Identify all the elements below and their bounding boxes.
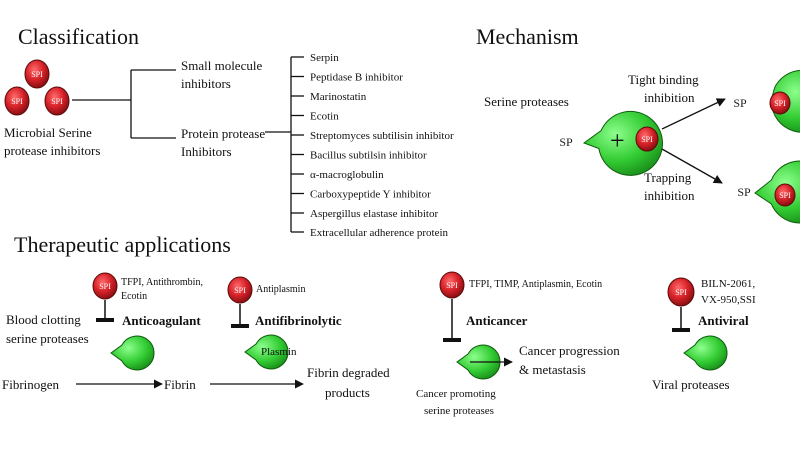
spi-blob: SPI [667,277,695,307]
spi-blob: SPI [44,86,70,116]
spi-label: SPI [51,97,63,106]
spi-label: SPI [234,286,246,295]
fibrinogen-label: Fibrinogen [2,377,60,392]
antifibrinolytic-inhibitor: Antiplasmin [256,284,305,295]
antiviral-label: Antiviral [698,313,749,328]
antiviral-inhibitors-line2: VX-950,SSI [701,294,756,306]
serine-proteases-label: Serine proteases [484,94,569,109]
plasmin-pacman [244,334,289,370]
source-label-line1: Microbial Serine [4,125,92,140]
anticoagulant-label: Anticoagulant [122,313,201,328]
cancer-promoting-line1: Cancer promoting [416,388,496,400]
anticancer-inhibitors: TFPI, TIMP, Antiplasmin, Ecotin [469,279,602,290]
sp-label: SP [733,96,747,110]
cancer-promoting-line2: serine proteases [424,405,494,417]
anticancer-panel: SPI TFPI, TIMP, Antiplasmin, Ecotin Anti… [416,271,620,417]
small-molecule-label-line1: Small molecule [181,58,262,73]
clotting-protease-pacman [110,335,155,371]
viral-proteases-label: Viral proteases [652,377,730,392]
antiviral-panel: SPI BILN-2061, VX-950,SSI Antiviral Vira… [652,277,756,392]
trapping-complex: SP SPI [737,160,800,224]
tight-binding-complex: SP SPI [733,69,800,133]
protein-type-item: Peptidase B inhibitor [310,72,403,84]
trapping-label-line1: Trapping [644,170,692,185]
protein-type-item: Ecotin [310,111,339,123]
spi-blob: SPI [4,86,30,116]
protein-type-item: Extracellular adherence protein [310,227,449,239]
protein-type-list: Serpin Peptidase B inhibitor Marinostati… [310,52,454,239]
cancer-progression-line2: & metastasis [519,362,586,377]
protein-type-item: Marinostatin [310,91,367,103]
tight-binding-label-line1: Tight binding [628,72,699,87]
antiviral-inhibitors-line1: BILN-2061, [701,278,755,290]
fibrin-degraded-line2: products [325,385,370,400]
protein-type-item: Serpin [310,52,339,64]
spi-label: SPI [99,282,111,291]
protein-type-item: Streptomyces subtilisin inhibitor [310,130,454,142]
fibrin-label: Fibrin [164,377,196,392]
spi-label: SPI [779,191,791,200]
sp-label: SP [737,185,751,199]
spi-label: SPI [31,70,43,79]
tight-binding-label-line2: inhibition [644,90,695,105]
mechanism-heading: Mechanism [476,24,579,49]
spi-label: SPI [641,135,653,144]
spi-blob: SPI [439,271,465,299]
clotting-proteases-line2: serine proteases [6,331,89,346]
plus-sign: + [610,126,625,155]
spi-label: SPI [675,288,687,297]
sp-label: SP [559,135,573,149]
anticoagulant-panel: SPI TFPI, Antithrombin, Ecotin Anticoagu… [2,272,203,392]
anticoagulant-inhibitors-line2: Ecotin [121,291,147,302]
spi-label: SPI [774,99,786,108]
spi-blob: SPI [227,276,253,304]
classification-section: Classification SPI SPI SPI Microbial Ser… [4,24,454,239]
inhibition-bar [443,299,461,342]
protein-type-item: Carboxypeptide Y inhibitor [310,189,431,201]
trapping-arrow [661,148,723,184]
plasmin-label: Plasmin [261,346,297,358]
antifibrinolytic-label: Antifibrinolytic [255,313,342,328]
mechanism-section: Mechanism Serine proteases SP + SPI Tigh… [476,24,800,224]
spi-blob: SPI [635,126,659,152]
viral-protease-pacman [683,335,728,371]
source-label-line2: protease inhibitors [4,143,100,158]
applications-section: Therapeutic applications SPI TFPI, Antit… [2,232,756,417]
anticancer-label: Anticancer [466,313,528,328]
inhibition-bar [96,300,114,322]
protein-type-item: Aspergillus elastase inhibitor [310,208,438,220]
antifibrinolytic-panel: SPI Antiplasmin Antifibrinolytic Plasmin… [210,276,390,400]
small-molecule-label-line2: inhibitors [181,76,231,91]
fibrin-degraded-line1: Fibrin degraded [307,365,390,380]
protein-type-item: α-macroglobulin [310,169,384,181]
anticoagulant-inhibitors-line1: TFPI, Antithrombin, [121,277,203,288]
cancer-progression-line1: Cancer progression [519,343,620,358]
classification-heading: Classification [18,24,139,49]
protein-type-item: Bacillus subtilsin inhibitor [310,150,427,162]
classification-tree-lines [72,56,304,233]
tight-binding-arrow [661,98,726,130]
spi-blob: SPI [24,59,50,89]
spi-label: SPI [11,97,23,106]
inhibition-bar [231,304,249,328]
protein-inhibitors-label-line2: Inhibitors [181,144,232,159]
trapping-label-line2: inhibition [644,188,695,203]
protein-inhibitors-label-line1: Protein protease [181,126,265,141]
inhibition-bar [672,307,690,332]
clotting-proteases-line1: Blood clotting [6,312,81,327]
spi-cluster: SPI SPI SPI [4,59,70,116]
applications-heading: Therapeutic applications [14,232,231,257]
spi-label: SPI [446,281,458,290]
spi-blob: SPI [92,272,118,300]
